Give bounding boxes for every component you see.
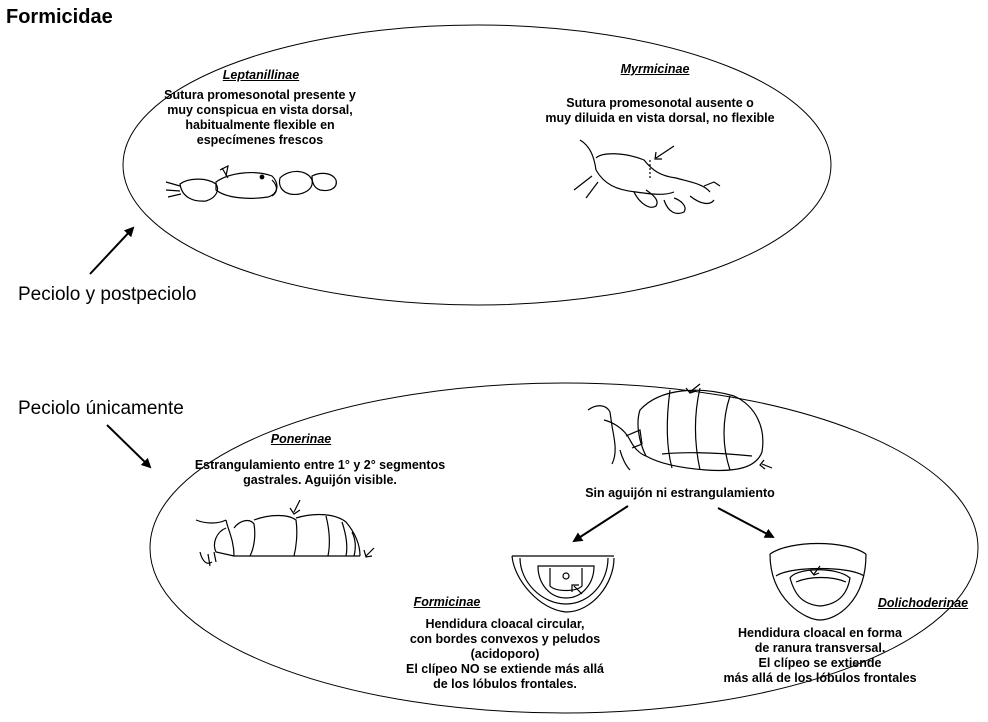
ponerinae-name: Ponerinae: [270, 432, 332, 446]
dolichoderinae-line: más allá de los lóbulos frontales: [723, 671, 917, 685]
formicinae-line: Hendidura cloacal circular,: [425, 617, 585, 631]
formicinae-description: Hendidura cloacal circular, con bordes c…: [380, 617, 630, 692]
dolichoderinae-line: El clípeo se extiende: [758, 656, 882, 670]
dolichoderinae-description: Hendidura cloacal en forma de ranura tra…: [700, 626, 940, 686]
formicinae-line: de los lóbulos frontales.: [433, 677, 577, 691]
leptanillinae-sketch: [165, 164, 337, 202]
dolichoderinae-line: de ranura transversal.: [754, 641, 886, 655]
leptanillinae-line: especímenes frescos: [196, 133, 324, 147]
upper-group-ellipse: [122, 24, 832, 306]
upper-group-label: Peciolo y postpeciolo: [18, 284, 197, 305]
myrmicinae-line: Sutura promesonotal ausente o: [566, 96, 754, 110]
leptanillinae-line: muy conspicua en vista dorsal,: [167, 103, 353, 117]
lower-group-ellipse: [149, 382, 979, 714]
ponerinae-line: Estrangulamiento entre 1° y 2° segmentos: [194, 458, 446, 472]
myrmicinae-sketch: [573, 139, 721, 215]
page-title: Formicidae: [6, 6, 113, 28]
leptanillinae-name: Leptanillinae: [222, 68, 300, 82]
upper-pointer-arrow: [89, 226, 135, 275]
branch-arrow-dolichoderinae: [717, 507, 775, 538]
myrmicinae-name: Myrmicinae: [620, 62, 690, 76]
formicinae-line: El clípeo NO se extiende más allá: [405, 662, 604, 676]
ponerinae-line: gastrales. Aguijón visible.: [243, 473, 397, 487]
lower-group-label: Peciolo únicamente: [18, 398, 184, 419]
branch-lateral-sketch: [587, 383, 773, 472]
dolichoderinae-name: Dolichoderinae: [877, 596, 969, 610]
dolichoderinae-line: Hendidura cloacal en forma: [738, 626, 902, 640]
ponerinae-sketch: [195, 499, 375, 567]
formicinae-sketch: [511, 555, 615, 613]
leptanillinae-description: Sutura promesonotal presente y muy consp…: [140, 88, 380, 148]
lower-pointer-arrow: [106, 424, 152, 469]
dolichoderinae-sketch: [769, 542, 867, 621]
leptanillinae-line: Sutura promesonotal presente y: [164, 88, 356, 102]
branch-arrow-formicinae: [572, 505, 629, 543]
myrmicinae-description: Sutura promesonotal ausente o muy diluid…: [500, 96, 820, 126]
formicinae-line: (acidoporo): [470, 647, 540, 661]
formicinae-line: con bordes convexos y peludos: [409, 632, 601, 646]
leptanillinae-line: habitualmente flexible en: [185, 118, 335, 132]
branch-description: Sin aguijón ni estrangulamiento: [585, 486, 775, 500]
ponerinae-description: Estrangulamiento entre 1° y 2° segmentos…: [180, 458, 460, 488]
formicinae-name: Formicinae: [413, 595, 481, 609]
myrmicinae-line: muy diluida en vista dorsal, no flexible: [545, 111, 775, 125]
